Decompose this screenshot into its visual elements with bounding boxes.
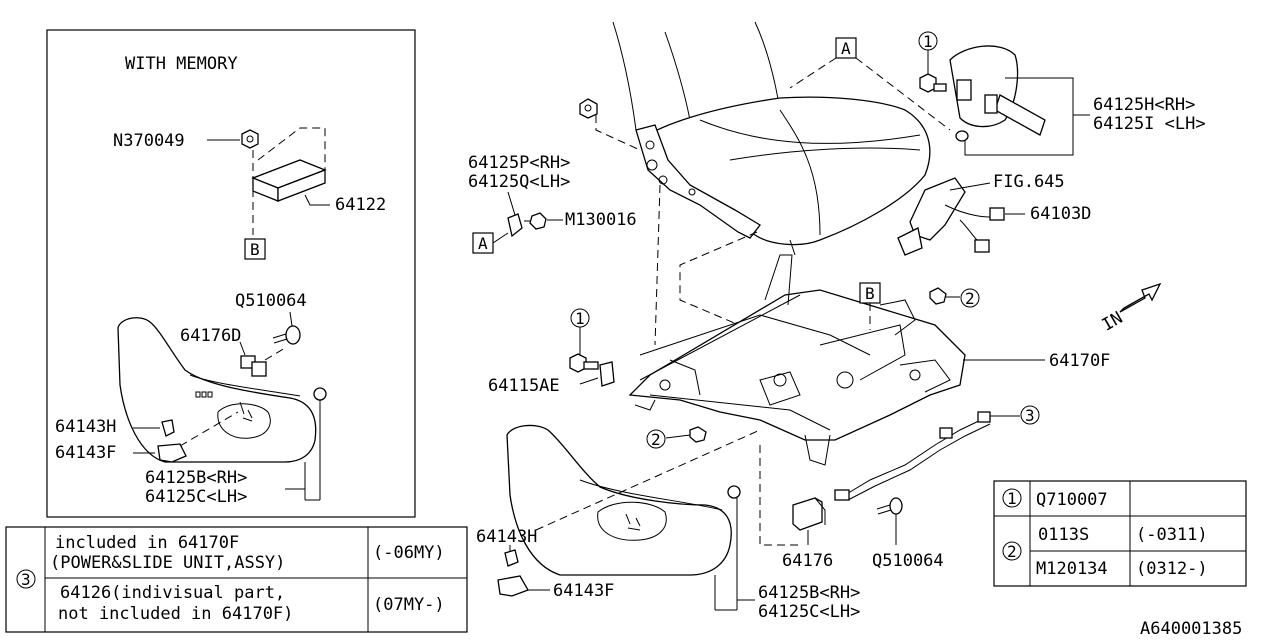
parts-table: 1 Q710007 2 0113S (-0311) M120134 (0312-… — [993, 480, 1247, 587]
seat-cushion-icon — [612, 21, 931, 246]
note-row2-range: (07MY-) — [373, 595, 445, 615]
callout-1-mid-text: 1 — [575, 309, 585, 328]
nut-seat-top-icon — [579, 98, 598, 119]
clip-main-icon — [727, 485, 741, 499]
label-64143h-inset: 64143H — [55, 417, 116, 437]
memory-module-64122-icon — [251, 159, 327, 202]
callout-b-frame-text: B — [865, 284, 875, 303]
label-64170f: 64170F — [1049, 351, 1110, 371]
callout-b-inset — [244, 238, 266, 260]
parts-row2-part: 0113S — [1038, 525, 1089, 545]
label-fig645: FIG.645 — [993, 172, 1065, 192]
label-q510064-inset: Q510064 — [235, 291, 307, 311]
seat-frame-64170f-icon — [628, 239, 966, 466]
note-circle-3 — [16, 569, 36, 589]
inset-title: WITH MEMORY — [125, 54, 238, 74]
label-64125q: 64125Q<LH> — [468, 172, 570, 192]
clip-inset-icon — [313, 387, 327, 401]
bolt-m130016-icon — [524, 212, 547, 230]
note-row2-desc2: not included in 64170F) — [58, 604, 293, 624]
note-row2-desc1: 64126(indivisual part, — [60, 583, 285, 603]
label-64125h: 64125H<RH> — [1093, 95, 1195, 115]
note-circle-3-text: 3 — [21, 570, 31, 589]
callout-a-top-text: A — [841, 39, 851, 58]
bolt-2-lower-icon — [665, 426, 707, 443]
label-64125c-inset: 64125C<LH> — [145, 487, 247, 507]
diagram-code: A640001385 — [1140, 619, 1242, 639]
seat-hinge-bracket-icon — [635, 124, 761, 239]
label-in-arrow: IN — [1099, 308, 1127, 336]
label-q510064: Q510064 — [872, 551, 944, 571]
knob-64143f-inset-icon — [157, 443, 187, 463]
label-64122: 64122 — [335, 195, 386, 215]
parts-row3-part: M120134 — [1036, 559, 1108, 579]
bracket-64115ae-icon — [599, 361, 615, 387]
bracket-64125h-icon — [949, 45, 1046, 142]
callout-2-lower-text: 2 — [651, 430, 661, 449]
callout-b-inset-text: B — [250, 240, 260, 259]
bolt-top-icon — [919, 73, 947, 93]
callout-2-frame — [960, 288, 980, 308]
cover-64125p-icon — [507, 213, 523, 238]
parts-row3-range: (0312-) — [1136, 559, 1208, 579]
connector-64103d-icon — [974, 207, 1005, 253]
parts-circle-2-text: 2 — [1007, 542, 1017, 561]
seatbelt-buckle-icon — [897, 177, 1001, 256]
label-64125c: 64125C<LH> — [758, 602, 860, 622]
parts-circle-1-text: 1 — [1007, 489, 1017, 508]
callout-3-harness — [1020, 405, 1040, 425]
label-64143f: 64143F — [553, 581, 614, 601]
callout-a-left-text: A — [478, 234, 488, 253]
note-row1-desc1: included in 64170F — [55, 533, 239, 553]
label-64115ae: 64115AE — [488, 376, 560, 396]
side-cover-main-icon — [506, 424, 732, 576]
label-64103d: 64103D — [1030, 204, 1091, 224]
nut-n370049-icon — [241, 129, 259, 149]
knob-64143f-icon — [497, 575, 529, 597]
wiring-harness-icon — [834, 411, 991, 501]
parts-row1-part: Q710007 — [1036, 490, 1108, 510]
front-direction-arrow-icon — [1119, 282, 1162, 313]
label-64125p: 64125P<RH> — [468, 153, 570, 173]
parts-circle-1 — [1002, 488, 1022, 508]
callout-2-frame-text: 2 — [965, 289, 975, 308]
bolt-2-frame-icon — [929, 287, 960, 305]
callout-3-harness-text: 3 — [1025, 406, 1035, 425]
label-n370049: N370049 — [113, 131, 185, 151]
label-64125b-inset: 64125B<RH> — [145, 468, 247, 488]
screw-q510064-icon — [876, 497, 903, 515]
parts-row2-range: (-0311) — [1136, 525, 1208, 545]
label-64125b: 64125B<RH> — [758, 583, 860, 603]
callout-1-top-text: 1 — [923, 32, 933, 51]
label-64143h: 64143H — [476, 527, 537, 547]
label-m130016: M130016 — [565, 210, 637, 230]
note-row1-range: (-06MY) — [373, 543, 445, 563]
note-table: 3 included in 64170F (POWER&SLIDE UNIT,A… — [5, 526, 468, 633]
callout-a-top — [835, 37, 857, 59]
callout-2-lower — [646, 429, 666, 449]
screw-q510064-inset-icon — [272, 325, 301, 345]
bolt-64115ae-icon — [569, 353, 599, 373]
note-row1-desc2: (POWER&SLIDE UNIT,ASSY) — [50, 553, 285, 573]
label-64176: 64176 — [782, 551, 833, 571]
label-64176d: 64176D — [180, 326, 241, 346]
knob-64143h-inset-icon — [161, 419, 175, 437]
knob-64143h-icon — [504, 549, 519, 567]
parts-circle-2 — [1002, 541, 1022, 561]
label-64143f-inset: 64143F — [55, 443, 116, 463]
connector-64176d-icon — [240, 355, 267, 377]
label-64125i: 64125I <LH> — [1093, 114, 1206, 134]
switch-64176-icon — [792, 497, 826, 531]
